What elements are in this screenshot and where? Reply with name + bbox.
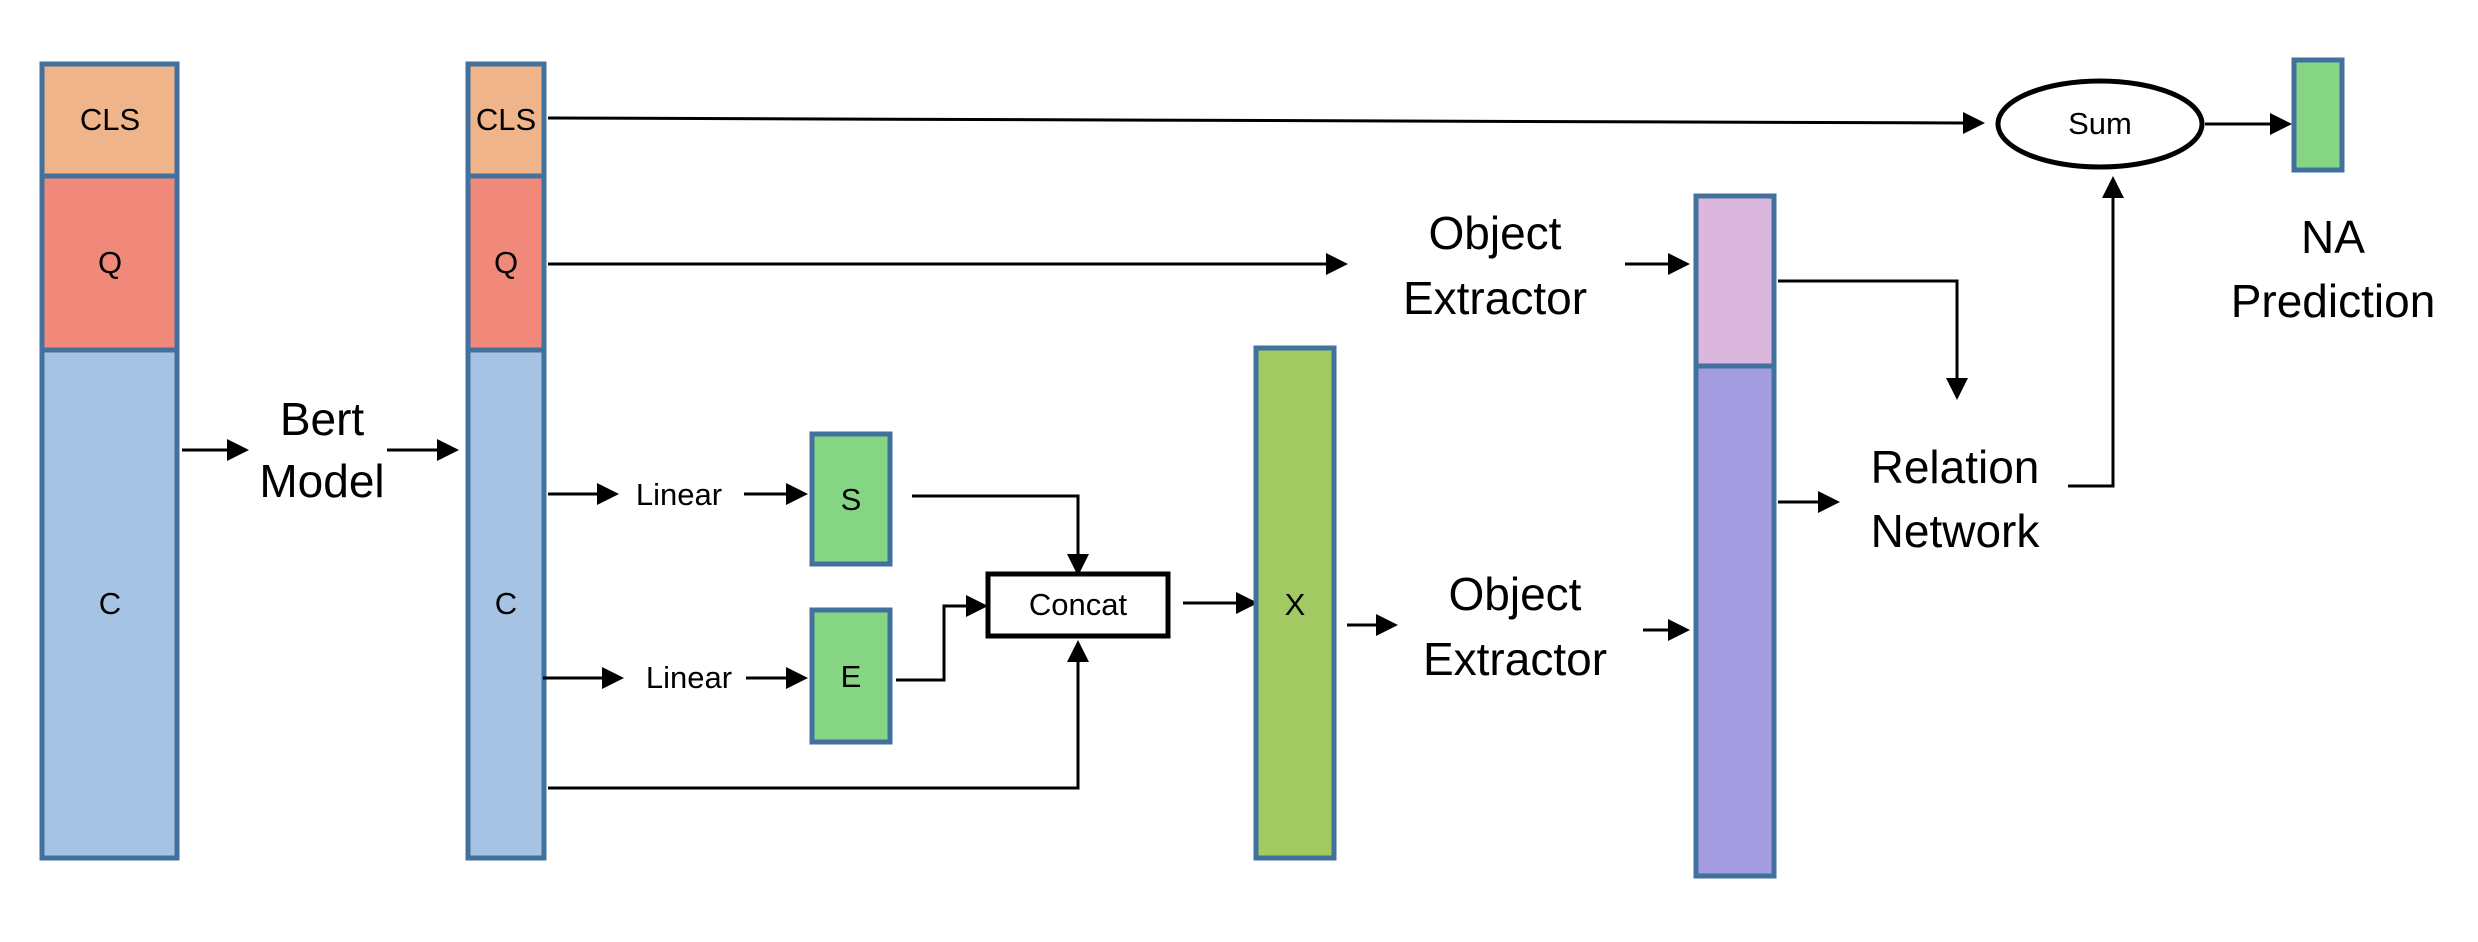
- input-q-label: Q: [98, 245, 122, 280]
- linear-bottom-label: Linear: [646, 660, 732, 695]
- arrow-head: [1668, 253, 1690, 275]
- na-prediction-box: [2291, 57, 2345, 173]
- arrow-head: [2270, 113, 2292, 135]
- na-prediction-line1: NA: [2301, 211, 2365, 263]
- start-box-label: S: [841, 482, 862, 517]
- output-cls-label: CLS: [476, 102, 536, 137]
- arrow-head: [1668, 619, 1690, 641]
- end-box-label: E: [841, 659, 862, 694]
- bert-model-label-line2: Model: [259, 455, 384, 507]
- arrow-head: [1236, 592, 1258, 614]
- end-box: [809, 607, 893, 745]
- object-extractor-bottom-line2: Extractor: [1423, 633, 1607, 685]
- output-c-label: C: [495, 586, 517, 621]
- arrow-relation-to-sum: [2068, 198, 2115, 488]
- input-q-block: [39, 173, 180, 353]
- input-c-label: C: [99, 586, 121, 621]
- linear-top-label: Linear: [636, 477, 722, 512]
- input-column: CLS Q C: [39, 61, 180, 861]
- arrow-head: [227, 439, 249, 461]
- sum-node: [1995, 78, 2205, 170]
- relation-network-line1: Relation: [1871, 441, 2040, 493]
- arrow-head: [966, 595, 988, 617]
- output-q-block: [465, 173, 547, 353]
- arrow-head: [786, 667, 808, 689]
- object-extractor-top-line2: Extractor: [1403, 272, 1587, 324]
- object-extractor-bottom-line1: Object: [1449, 568, 1582, 620]
- bert-model-label-line1: Bert: [280, 393, 365, 445]
- object-extractor-top-line1: Object: [1429, 207, 1562, 259]
- arrow-head: [786, 483, 808, 505]
- output-cls-block: [465, 61, 547, 179]
- relation-network-line2: Network: [1871, 505, 2041, 557]
- output-q-label: Q: [494, 245, 518, 280]
- arrow-cls-to-sum: [547, 116, 1964, 125]
- arrow-c-to-concat: [548, 660, 1080, 790]
- arrow-head: [2102, 176, 2124, 198]
- input-c-block: [39, 347, 180, 861]
- output-c-block: [465, 347, 547, 861]
- arrow-head: [597, 483, 619, 505]
- arrow-head: [1963, 112, 1985, 134]
- arrow-s-to-concat: [912, 494, 1080, 556]
- arrow-head: [1818, 491, 1840, 513]
- arrow-e-to-concat: [896, 604, 968, 682]
- arrow-question-object-to-relation: [1778, 279, 1959, 378]
- concat-label: Concat: [1029, 587, 1128, 622]
- x-box: [1253, 345, 1337, 861]
- arrow-head: [1067, 640, 1089, 662]
- context-objects-box: [1693, 363, 1777, 879]
- output-column: CLS Q C: [465, 61, 547, 861]
- relation-network: Relation Network: [1871, 441, 2041, 557]
- concat-box: [985, 571, 1171, 639]
- arrow-head: [1067, 554, 1089, 576]
- arrow-head: [1946, 378, 1968, 400]
- na-prediction-line2: Prediction: [2231, 275, 2436, 327]
- x-box-label: X: [1285, 587, 1306, 622]
- input-cls-label: CLS: [80, 102, 140, 137]
- arrow-head: [602, 667, 624, 689]
- object-extractor-bottom: Object Extractor: [1423, 568, 1607, 685]
- arrow-head: [1376, 614, 1398, 636]
- start-box: [809, 431, 893, 567]
- bert-model: Bert Model: [259, 393, 384, 507]
- arrow-head: [437, 439, 459, 461]
- question-object-box: [1693, 193, 1777, 369]
- sum-label: Sum: [2068, 106, 2132, 141]
- arrow-head: [1326, 253, 1348, 275]
- object-extractor-top: Object Extractor: [1403, 207, 1587, 324]
